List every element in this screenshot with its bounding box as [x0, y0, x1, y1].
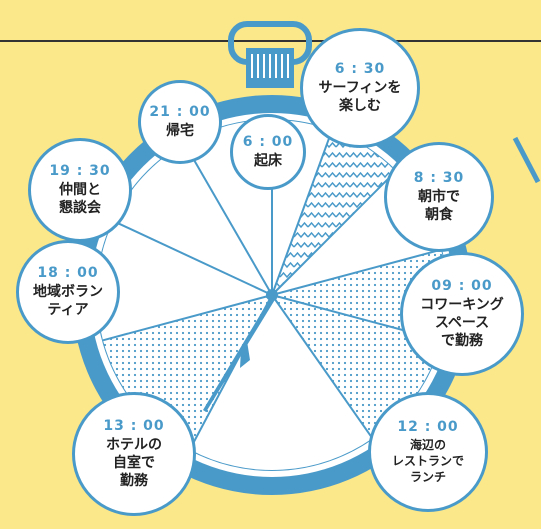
activity-time: 21 : 00	[149, 104, 211, 120]
clock-hand-icon	[203, 295, 276, 412]
activity-label: 地域ボラン ティア	[33, 284, 103, 318]
activity-time: 6 : 00	[242, 134, 294, 150]
activity-bubble-1930: 19 : 30 仲間と 懇談会	[28, 138, 132, 242]
activity-bubble-1300: 13 : 00 ホテルの 自室で 勤務	[72, 392, 196, 516]
activity-label: 海辺の レストランで ランチ	[391, 438, 464, 484]
activity-time: 19 : 30	[49, 163, 111, 179]
dial-divider	[102, 294, 273, 342]
dial-divider	[271, 170, 397, 296]
header-rule	[0, 40, 541, 42]
activity-label: 朝市で 朝食	[418, 189, 460, 223]
dial-sector	[97, 221, 272, 341]
activity-time: 12 : 00	[397, 419, 459, 435]
activity-bubble-1800: 18 : 00 地域ボラン ティア	[16, 240, 120, 344]
activity-time: 8 : 30	[413, 170, 465, 186]
dial-sector	[189, 295, 373, 471]
activity-bubble-0630: 6 : 30 サーフィンを 楽しむ	[300, 28, 420, 148]
activity-time: 09 : 00	[431, 278, 493, 294]
dial-divider	[271, 248, 442, 296]
dial-divider	[271, 130, 333, 296]
activity-time: 18 : 00	[37, 265, 99, 281]
activity-bubble-1200: 12 : 00 海辺の レストランで ランチ	[368, 392, 488, 512]
activity-bubble-2100: 21 : 00 帰宅	[138, 80, 222, 164]
dial-sector	[113, 143, 272, 295]
activity-label: 帰宅	[166, 123, 194, 139]
activity-label: 起床	[254, 153, 282, 169]
activity-label: ホテルの 自室で 勤務	[106, 437, 162, 489]
dial-divider	[112, 220, 273, 296]
dial-divider	[271, 294, 374, 439]
activity-label: サーフィンを 楽しむ	[318, 80, 402, 114]
dial-sector	[272, 130, 396, 295]
activity-bubble-0900: 09 : 00 コワーキング スペース で勤務	[400, 252, 524, 376]
activity-time: 13 : 00	[103, 418, 165, 434]
activity-bubble-0600: 6 : 00 起床	[230, 114, 306, 190]
activity-bubble-0830: 8 : 30 朝市で 朝食	[384, 142, 494, 252]
activity-label: 仲間と 懇談会	[59, 182, 101, 216]
dial-divider	[183, 142, 273, 296]
activity-time: 6 : 30	[334, 61, 386, 77]
activity-label: コワーキング スペース で勤務	[420, 297, 504, 349]
